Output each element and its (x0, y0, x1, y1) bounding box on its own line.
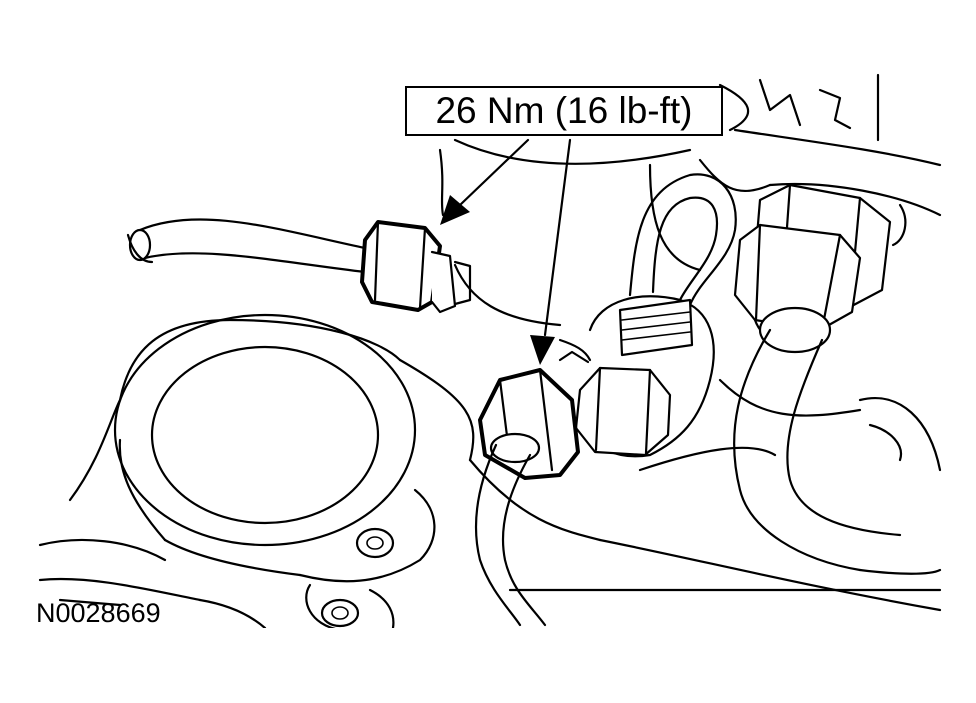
torque-callout: 26 Nm (16 lb-ft) (405, 86, 723, 136)
torque-label: 26 Nm (16 lb-ft) (435, 90, 693, 131)
bottom-crop (0, 628, 976, 703)
arrow-head-center (530, 335, 555, 365)
upper-housing (438, 73, 942, 217)
lower-frame (468, 378, 942, 612)
left-flare-nut (360, 220, 472, 314)
right-large-fitting (733, 183, 942, 575)
arrow-head-left (440, 195, 470, 225)
left-brake-line (126, 218, 367, 274)
arrow-line-left (458, 138, 530, 207)
figure-id: N0028669 (36, 598, 161, 628)
torque-arrows (440, 138, 572, 365)
vertical-pipe (628, 173, 737, 307)
arrow-line-center (543, 138, 572, 337)
union-fitting (558, 295, 715, 458)
circular-cover (38, 313, 475, 632)
center-flare-nut (474, 350, 590, 627)
